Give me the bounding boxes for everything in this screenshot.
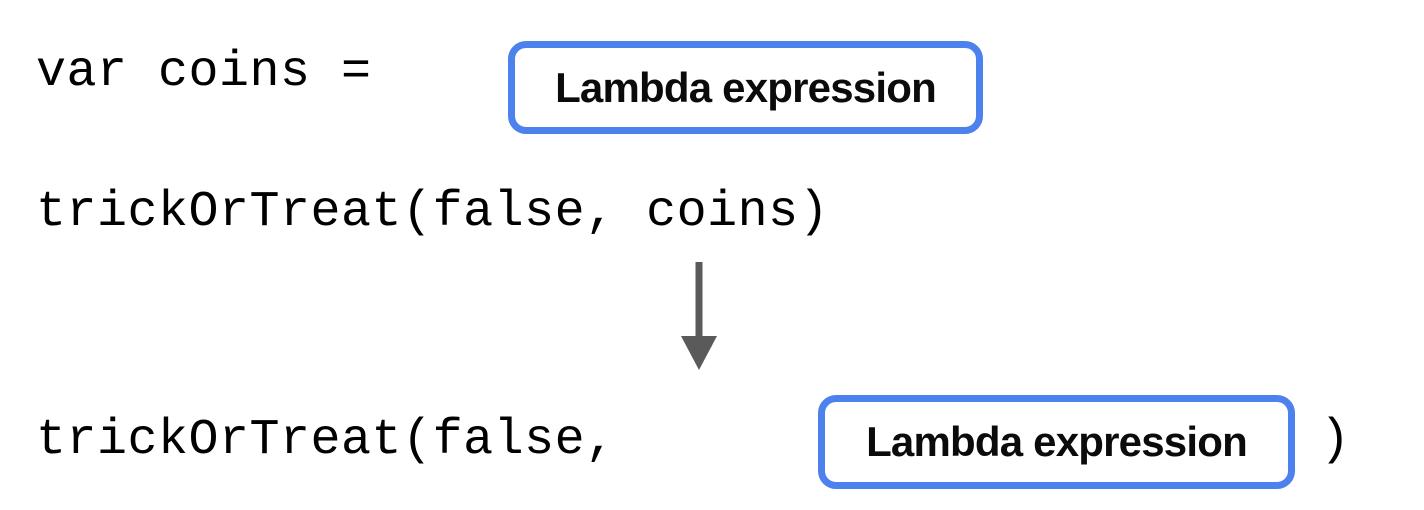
arrow-head <box>681 336 717 370</box>
chip-label: Lambda expression <box>555 63 937 111</box>
chip-label: Lambda expression <box>866 418 1248 465</box>
code-line-call-with-lambda: trickOrTreat(false, <box>36 412 647 469</box>
arrow-down-icon <box>681 262 717 370</box>
code-line-declaration: var coins = <box>36 44 403 101</box>
code-closing-paren: ) <box>1320 412 1351 469</box>
code-line-call-with-variable: trickOrTreat(false, coins) <box>36 184 830 241</box>
lambda-expression-chip-after[interactable]: Lambda expression <box>818 395 1295 489</box>
lambda-expression-chip-before[interactable]: Lambda expression <box>508 41 983 134</box>
